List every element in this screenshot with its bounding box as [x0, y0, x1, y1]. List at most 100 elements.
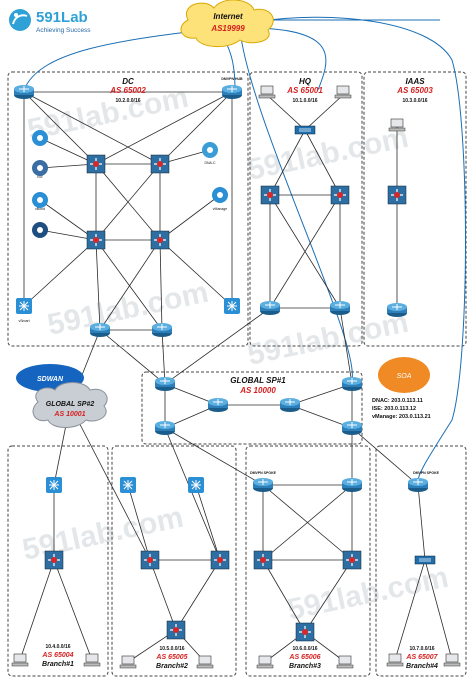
branch3-access-switch[interactable] — [295, 622, 315, 642]
iaas-switch[interactable] — [387, 185, 407, 205]
dc-fingerprint-server[interactable] — [32, 222, 48, 238]
dnac-address: DNAC: 203.0.113.11 — [372, 398, 423, 404]
branch3-r1-router[interactable] — [253, 478, 273, 492]
vmanage-server[interactable] — [212, 187, 228, 203]
dc-r22-router[interactable] — [152, 323, 172, 337]
branch3-switch1[interactable] — [253, 550, 273, 570]
branch2-switch2[interactable] — [210, 550, 230, 570]
device-layer — [11, 85, 461, 669]
branch1-name: Branch#1 — [42, 661, 74, 668]
branch4-dmvpn-spoke-label: DMVPN SPOKE — [413, 471, 440, 475]
dc-dmvpn-hub-label: DMVPN HUB — [221, 77, 243, 81]
watermark: 591lab.com — [20, 501, 187, 567]
branch3-host1[interactable] — [256, 655, 274, 669]
hq-host2[interactable] — [334, 85, 352, 99]
iaas-host[interactable] — [388, 118, 406, 132]
logo: 591Lab Achieving Success — [9, 9, 91, 34]
sp1-as: AS 10000 — [239, 386, 276, 395]
dc-r01-router[interactable] — [14, 85, 34, 99]
dc-as: AS 65002 — [109, 86, 146, 95]
iaas-router[interactable] — [387, 303, 407, 317]
sp2-title: GLOBAL SP#2 — [46, 401, 95, 408]
branch2-access-switch[interactable] — [166, 620, 186, 640]
soa-label: SOA — [397, 373, 412, 380]
dnac-server[interactable] — [202, 142, 218, 158]
dc-r21-router[interactable] — [90, 323, 110, 337]
watermark: 591lab.com — [285, 561, 452, 627]
branch2-vedge2[interactable] — [188, 477, 204, 493]
branch3-site-box — [245, 445, 371, 677]
sp1-box — [141, 371, 363, 445]
branch2-name: Branch#2 — [156, 663, 188, 670]
branch2-host2[interactable] — [196, 655, 214, 669]
branch3-switch2[interactable] — [342, 550, 362, 570]
internet-cloud: Internet AS19999 — [180, 0, 274, 47]
branch1-subnet: 10.4.0.0/16 — [45, 644, 70, 650]
branch4-router[interactable] — [408, 478, 428, 492]
hq-dist2-switch[interactable] — [330, 185, 350, 205]
iaas-site-box — [363, 71, 467, 347]
ise-address: ISE: 203.0.113.12 — [372, 406, 416, 412]
branch4-site-box — [375, 445, 467, 677]
dc-subnet: 10.2.0.0/16 — [115, 98, 140, 104]
hq-access-switch[interactable] — [294, 125, 316, 135]
dc-vsmart1[interactable] — [16, 298, 32, 314]
dc-dist1-switch[interactable] — [86, 230, 106, 250]
dc-core1-switch[interactable] — [86, 154, 106, 174]
internet-title: Internet — [213, 12, 243, 21]
logo-brand: 591Lab — [36, 9, 88, 26]
dc-dist2-switch[interactable] — [150, 230, 170, 250]
branch1-switch[interactable] — [44, 550, 64, 570]
dc-site-box — [7, 71, 249, 347]
branch4-name: Branch#4 — [406, 663, 438, 670]
sdwan-label: SDWAN — [37, 376, 64, 383]
link-layer — [19, 16, 466, 663]
branch4-host1[interactable] — [386, 653, 404, 667]
branch3-host2[interactable] — [336, 655, 354, 669]
internet-as: AS19999 — [210, 24, 245, 33]
dc-name: DC — [122, 77, 134, 86]
hq-name: HQ — [299, 77, 312, 86]
sp1-pe2-router[interactable] — [342, 377, 362, 391]
branch2-switch1[interactable] — [140, 550, 160, 570]
dc-server-a[interactable] — [32, 130, 48, 146]
branch2-host1[interactable] — [119, 655, 137, 669]
dc-core2-switch[interactable] — [150, 154, 170, 174]
logo-tagline: Achieving Success — [36, 27, 91, 34]
watermark-layer: 591lab.com 591lab.com 591lab.com 591lab.… — [20, 81, 452, 627]
branch3-r2-router[interactable] — [342, 478, 362, 492]
branch1-vedge[interactable] — [46, 477, 62, 493]
branch4-as: AS 65007 — [405, 654, 438, 661]
branch1-as: AS 65004 — [41, 652, 73, 659]
hq-dist1-switch[interactable] — [260, 185, 280, 205]
hq-r12-router[interactable] — [330, 301, 350, 315]
watermark: 591lab.com — [25, 81, 192, 147]
logo-icon — [9, 9, 31, 31]
dnac-label: DNA-C — [204, 161, 216, 165]
branch2-vedge1[interactable] — [120, 477, 136, 493]
branch1-site-box — [7, 445, 109, 677]
branch1-host2[interactable] — [83, 653, 101, 667]
dc-vsmart2[interactable] — [224, 298, 240, 314]
vsmart-label: vSmart — [18, 319, 29, 323]
watermark: 591lab.com — [245, 121, 412, 187]
hq-r11-router[interactable] — [260, 301, 280, 315]
sp1-p2-router[interactable] — [280, 398, 300, 412]
branch4-host2[interactable] — [443, 653, 461, 667]
sp1-pe1-router[interactable] — [155, 377, 175, 391]
iaas-subnet: 10.3.0.0/16 — [402, 98, 427, 104]
dc-r02-router[interactable] — [222, 85, 242, 99]
sp1-p1-router[interactable] — [208, 398, 228, 412]
hq-host1[interactable] — [258, 85, 276, 99]
vbond-server[interactable] — [32, 192, 48, 208]
branch4-switch[interactable] — [414, 555, 436, 565]
sp1-pe3-router[interactable] — [155, 421, 175, 435]
branch3-as: AS 65006 — [288, 654, 320, 661]
sp1-pe4-router[interactable] — [342, 421, 362, 435]
iaas-name: IAAS — [405, 77, 425, 86]
ise-server[interactable] — [32, 160, 48, 176]
sp2-as: AS 10001 — [53, 411, 85, 418]
hq-site-box — [249, 71, 363, 347]
branch1-host1[interactable] — [11, 653, 29, 667]
